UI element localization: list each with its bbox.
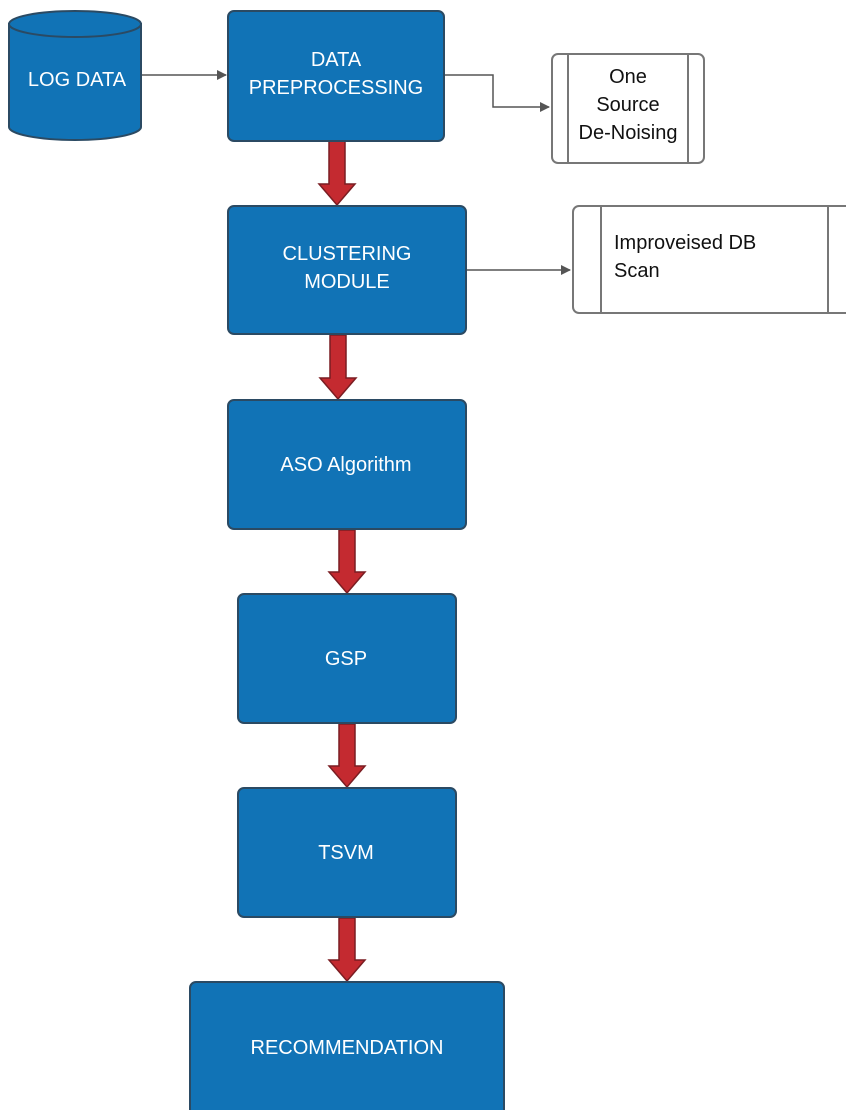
tsvm-node: TSVM	[237, 787, 457, 918]
one-source-denoising-node: One Source De-Noising	[551, 53, 705, 164]
recommendation-label: RECOMMENDATION	[251, 1037, 444, 1059]
flow-arrow-preprocessing-to-clustering	[317, 139, 357, 207]
flow-arrow-tsvm-to-recommendation	[327, 917, 367, 983]
flow-arrow-gsp-to-tsvm	[327, 723, 367, 789]
flow-arrow-clustering-to-aso	[318, 334, 358, 401]
data-preprocessing-node: DATA PREPROCESSING	[227, 10, 445, 142]
gsp-label: GSP	[325, 648, 367, 670]
flow-arrow-aso-to-gsp	[327, 529, 367, 595]
log-data-cylinder	[8, 23, 142, 141]
improveised-db-scan-node: Improveised DB Scan	[572, 205, 846, 314]
improveised-db-scan-line2: Scan	[614, 260, 660, 282]
clustering-module-label-line2: MODULE	[304, 271, 390, 293]
data-preprocessing-label-line1: DATA	[311, 49, 362, 71]
one-source-denoising-line1: One	[609, 66, 647, 88]
gsp-node: GSP	[237, 593, 457, 724]
log-data-cylinder-top	[8, 10, 142, 38]
improveised-db-scan-line1: Improveised DB	[614, 232, 756, 254]
data-preprocessing-label-line2: PREPROCESSING	[249, 77, 423, 99]
aso-algorithm-label: ASO Algorithm	[280, 454, 411, 476]
aso-algorithm-node: ASO Algorithm	[227, 399, 467, 530]
one-source-denoising-line2: Source	[596, 94, 659, 116]
clustering-module-node: CLUSTERING MODULE	[227, 205, 467, 335]
recommendation-node: RECOMMENDATION	[189, 981, 505, 1110]
log-data-node: LOG DATA	[8, 10, 142, 141]
tsvm-label: TSVM	[318, 842, 374, 864]
log-data-label: LOG DATA	[28, 69, 127, 91]
one-source-denoising-line3: De-Noising	[579, 122, 678, 144]
clustering-module-label-line1: CLUSTERING	[283, 243, 412, 265]
connectors	[141, 70, 571, 275]
connector-preprocessing-to-denoising	[445, 74, 550, 112]
flow-arrows	[317, 139, 367, 983]
